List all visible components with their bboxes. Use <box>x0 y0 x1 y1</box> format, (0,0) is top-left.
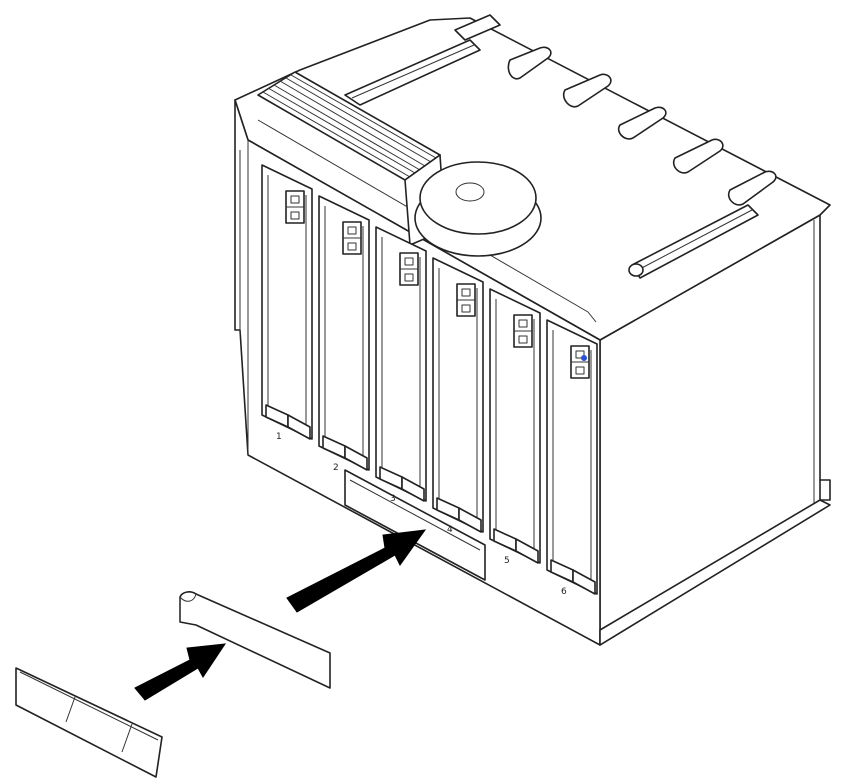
fan-disc <box>414 161 542 257</box>
drive-tray <box>489 288 541 564</box>
drive-bay-2[interactable]: 2 <box>318 195 370 473</box>
drive-bay-3[interactable]: 3 <box>375 226 427 504</box>
bottom-flange <box>344 469 486 581</box>
drive-bays: 1 2 3 4 5 6 <box>261 164 598 597</box>
top-rail-front <box>628 204 759 279</box>
vent-slots <box>507 46 777 206</box>
drive-tray <box>261 164 313 440</box>
drive-tray <box>432 257 484 533</box>
drive-cage <box>234 14 831 646</box>
insert-arrow-lower <box>134 643 227 701</box>
insert-arrow-upper <box>286 529 427 613</box>
drive-tray <box>546 319 598 595</box>
drive-tray <box>318 195 370 471</box>
bay-number-label: 5 <box>504 556 510 566</box>
filler-panel-flat <box>15 667 163 778</box>
bay-number-label: 2 <box>333 463 339 473</box>
bay-number-label: 3 <box>390 494 396 504</box>
drive-bay-6[interactable]: 6 <box>546 319 598 597</box>
top-rail-rear <box>344 14 501 106</box>
drive-bay-4[interactable]: 4 <box>432 257 484 535</box>
filler-panel-curved <box>179 591 331 689</box>
drive-bay-5[interactable]: 5 <box>489 288 541 566</box>
bay-number-label: 1 <box>276 432 282 442</box>
bay-number-label: 4 <box>447 525 453 535</box>
bay-number-label: 6 <box>561 587 567 597</box>
drive-tray <box>375 226 427 502</box>
status-led <box>581 355 587 361</box>
drive-bay-1[interactable]: 1 <box>261 164 313 442</box>
